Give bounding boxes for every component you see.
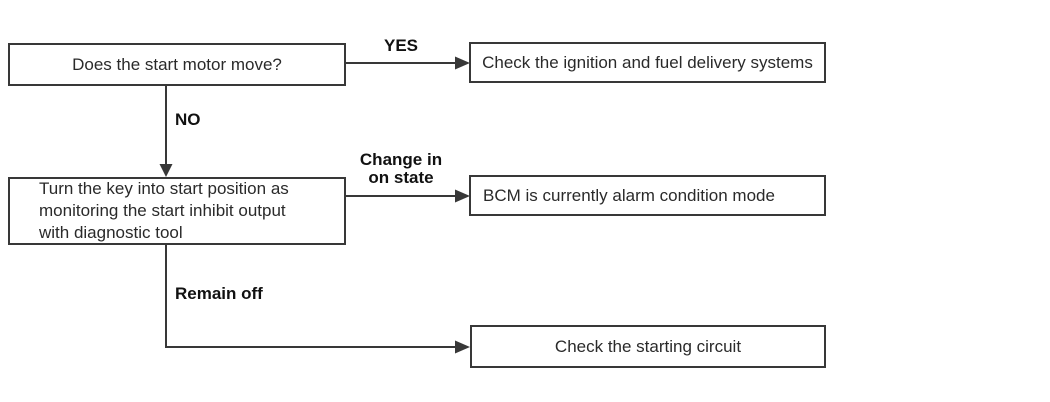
arrow-no-connector xyxy=(159,85,173,177)
arrow-remain-off-connector xyxy=(165,245,470,354)
node-check-ignition-fuel-delivery: Check the ignition and fuel delivery sys… xyxy=(469,42,826,83)
node-turn-key-start-position: Turn the key into start position as moni… xyxy=(8,177,346,245)
arrow-change-in-on-state-connector xyxy=(346,189,470,203)
edge-label-remain-off: Remain off xyxy=(175,284,263,303)
edge-label-yes: YES xyxy=(383,36,419,55)
arrow-yes-connector xyxy=(346,56,470,70)
node-bcm-alarm-condition: BCM is currently alarm condition mode xyxy=(469,175,826,216)
edge-label-change-in-on-state: Change in on state xyxy=(359,150,443,187)
node-start-motor-question: Does the start motor move? xyxy=(8,43,346,86)
node-check-starting-circuit: Check the starting circuit xyxy=(470,325,826,368)
edge-label-no: NO xyxy=(175,110,201,129)
